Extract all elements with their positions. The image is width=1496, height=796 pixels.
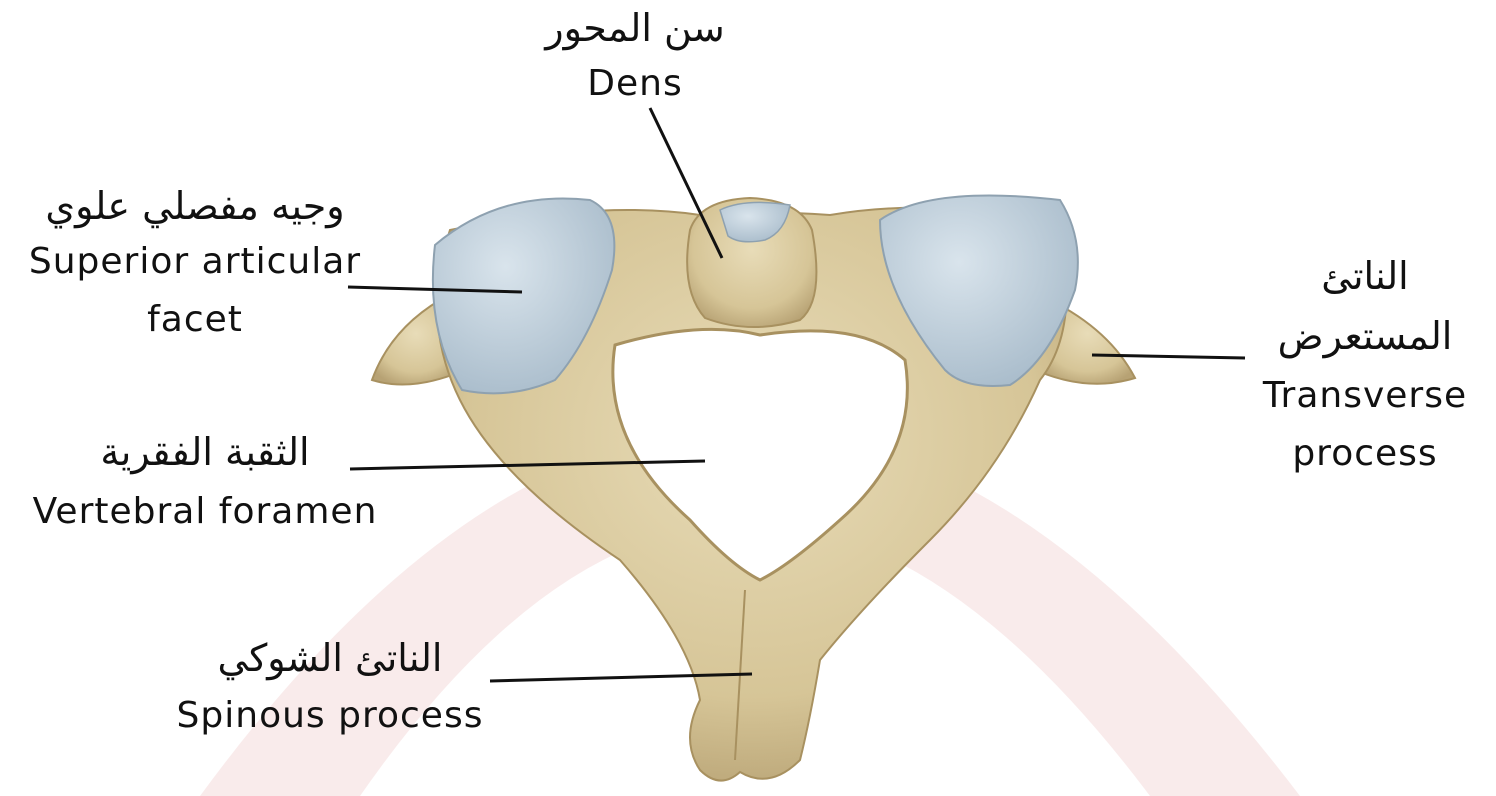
spinous-label-en: Spinous process [150, 694, 510, 738]
superior-facet-label-en-2: facet [0, 298, 390, 342]
dens-label-en: Dens [520, 62, 750, 106]
superior-facet-label-en-1: Superior articular [0, 240, 390, 284]
foramen-label-ar: الثقبة الفقرية [0, 430, 410, 474]
transverse-label-en-2: process [1250, 432, 1480, 476]
transverse-label-ar-1: الناتئ [1250, 254, 1480, 298]
spinous-label-ar: الناتئ الشوكي [150, 636, 510, 680]
transverse-label-en-1: Transverse [1250, 374, 1480, 418]
dens-label-ar: سن المحور [520, 6, 750, 50]
superior-facet-label-ar: وجيه مفصلي علوي [0, 184, 390, 228]
transverse-label-ar-2: المستعرض [1250, 314, 1480, 358]
foramen-label-en: Vertebral foramen [0, 490, 410, 534]
